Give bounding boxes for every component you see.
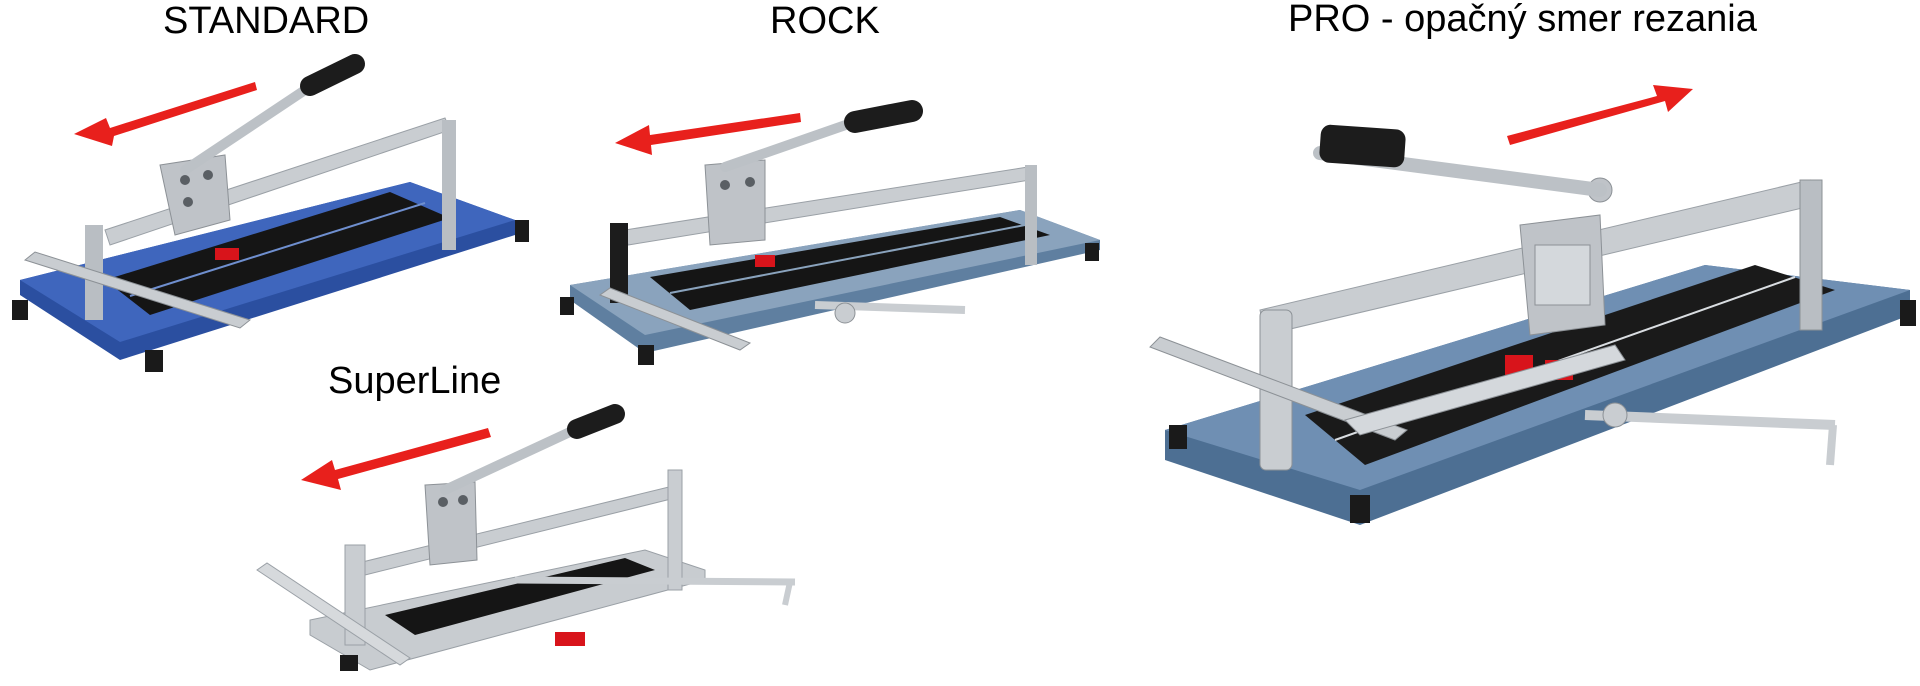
handle-grip (567, 404, 625, 439)
tile-cutter-pro-image (1149, 85, 1916, 525)
cutting-head (424, 481, 478, 566)
cutting-head (704, 159, 766, 246)
product-standard (10, 54, 530, 380)
cut-direction-arrow-icon (1507, 85, 1693, 145)
handle-lever (440, 420, 590, 495)
label-rock: ROCK (770, 0, 880, 42)
handle-grip (1319, 124, 1406, 168)
tile-cutter-superline-image (256, 404, 796, 671)
handle-lever (180, 75, 325, 175)
label-standard: STANDARD (163, 0, 370, 42)
tile-cutter-rock-image (560, 100, 1100, 365)
cut-direction-arrow-icon (615, 113, 801, 155)
cut-direction-arrow-icon (301, 428, 491, 490)
product-superline (255, 404, 800, 680)
label-pro: PRO - opačný smer rezania (1288, 0, 1757, 40)
handle-lever (720, 115, 865, 172)
product-rock (560, 100, 1100, 375)
product-pro (1145, 85, 1920, 545)
cut-direction-arrow-icon (74, 82, 257, 146)
tile-cutter-standard-image (12, 54, 529, 372)
label-superline: SuperLine (328, 360, 502, 402)
handle-grip (844, 100, 923, 133)
handle-grip (300, 54, 365, 96)
